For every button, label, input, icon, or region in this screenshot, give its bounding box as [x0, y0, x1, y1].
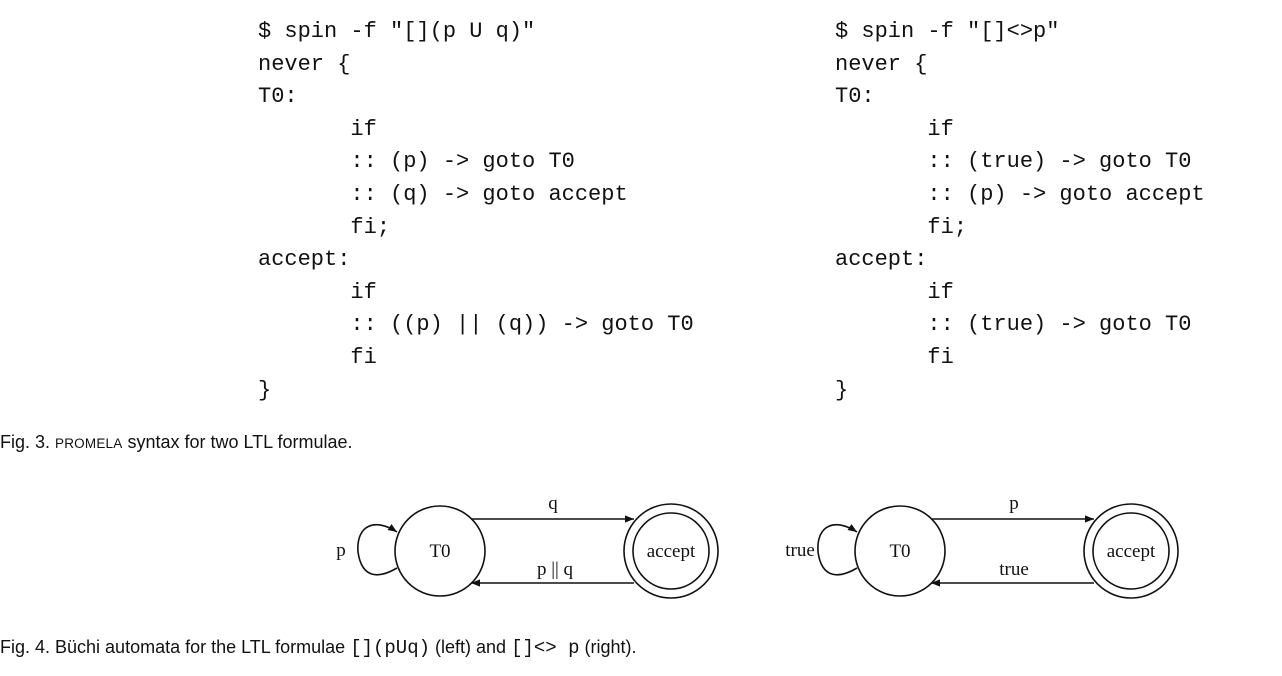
code-line: never { [835, 51, 928, 77]
code-line: $ spin -f "[](p U q)" [258, 19, 536, 44]
caption-suffix: (right). [579, 637, 637, 657]
caption-prefix: Fig. 4. Büchi automata for the LTL formu… [0, 637, 351, 657]
code-line: fi [835, 344, 954, 370]
code-line: } [258, 377, 272, 403]
state-accept-label: accept [647, 541, 696, 562]
state-t0 [854, 505, 946, 597]
code-line: T0: [835, 84, 875, 110]
state-accept-outer [1083, 503, 1179, 599]
code-line: fi; [258, 214, 391, 240]
code-line: :: (true) -> goto T0 [835, 149, 1192, 175]
self-loop-label: p [336, 540, 346, 561]
code-line: } [835, 377, 849, 403]
state-accept-inner [1092, 512, 1170, 590]
back-edge-label: p || q [537, 559, 574, 580]
caption-text: syntax for two LTL formulae. [122, 432, 353, 452]
state-accept-label: accept [1107, 541, 1156, 562]
back-edge-label: true [999, 559, 1029, 580]
code-line: if [258, 116, 377, 142]
code-line: :: (q) -> goto accept [258, 181, 628, 207]
state-t0-label: T0 [889, 541, 910, 562]
caption-middle: (left) and [430, 637, 512, 657]
self-loop-edge [357, 523, 398, 576]
code-line: $ spin -f "[]<>p" [835, 19, 1060, 44]
code-line: never { [258, 51, 351, 77]
code-line: :: (p) -> goto accept [835, 181, 1205, 207]
code-line: :: (p) -> goto T0 [258, 149, 575, 175]
state-accept-inner [632, 512, 710, 590]
code-line: fi [258, 344, 377, 370]
figure-3-caption: Fig. 3. PROMELA syntax for two LTL formu… [0, 432, 353, 453]
buchi-automata-diagram: p T0 q p || q accept true T0 p true acce… [336, 493, 1179, 599]
state-t0 [394, 505, 486, 597]
automaton-left: p T0 q p || q accept [336, 493, 719, 599]
automaton-right: true T0 p true accept [785, 493, 1179, 599]
self-loop-edge [817, 523, 858, 576]
code-line: if [835, 116, 954, 142]
code-line: if [835, 279, 954, 305]
code-line: :: ((p) || (q)) -> goto T0 [258, 312, 694, 338]
figure-4-caption: Fig. 4. Büchi automata for the LTL formu… [0, 637, 637, 659]
code-line: if [258, 279, 377, 305]
code-listing-right: $ spin -f "[]<>p"never {T0: if :: (true)… [835, 16, 1205, 407]
code-listing-left: $ spin -f "[](p U q)"never {T0: if :: (p… [258, 16, 694, 407]
state-t0-label: T0 [429, 541, 450, 562]
code-line: :: (true) -> goto T0 [835, 312, 1192, 338]
forward-edge-label: q [548, 493, 558, 514]
code-line: accept: [835, 247, 928, 273]
forward-edge-label: p [1009, 493, 1019, 514]
code-line: fi; [835, 214, 968, 240]
code-line: accept: [258, 247, 351, 273]
formula-left: [](pUq) [350, 637, 431, 659]
formula-right: []<> p [511, 637, 580, 659]
caption-smallcaps: PROMELA [55, 436, 123, 451]
code-line: T0: [258, 84, 298, 110]
self-loop-label: true [785, 540, 815, 561]
caption-prefix: Fig. 3. [0, 432, 56, 452]
state-accept-outer [623, 503, 719, 599]
